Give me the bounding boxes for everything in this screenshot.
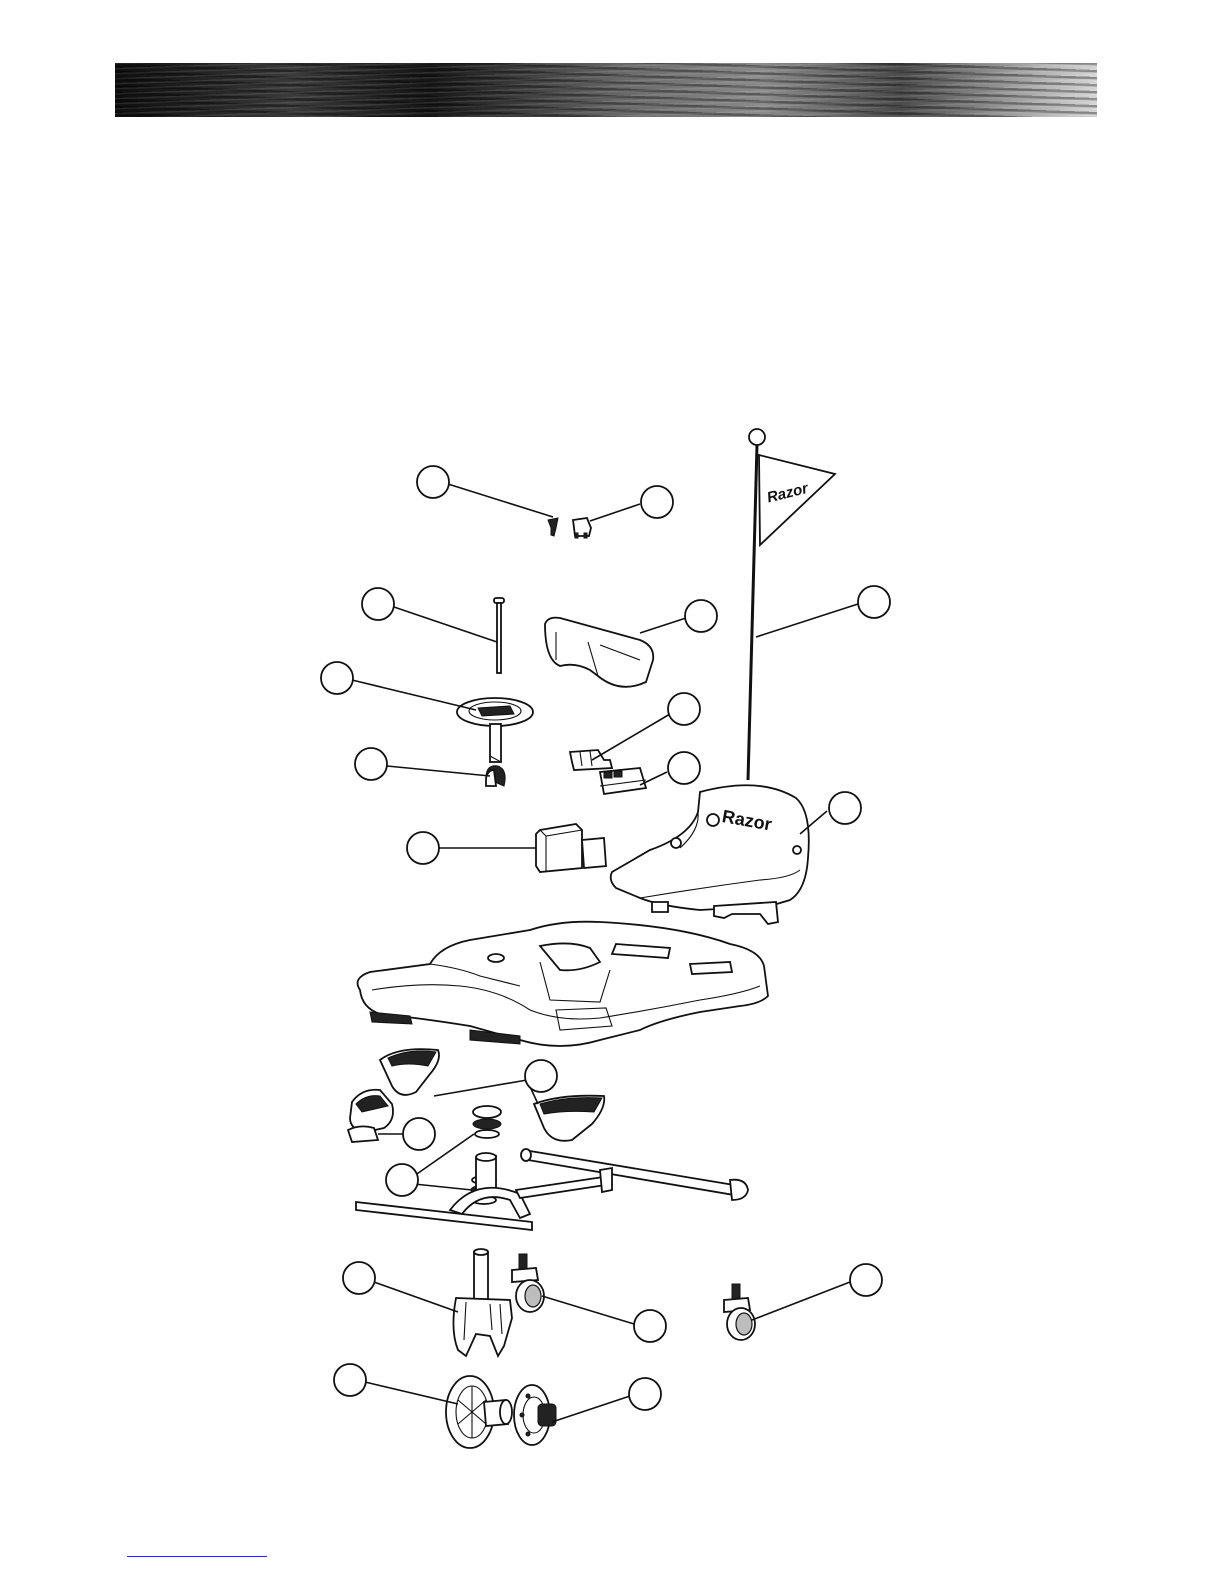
callout-marker [343, 1262, 375, 1294]
callout-marker [858, 586, 890, 618]
chassis-icon [358, 922, 768, 1046]
battery-icon [536, 824, 606, 872]
callout-marker [685, 600, 717, 632]
callout-marker [525, 1060, 557, 1092]
callout-marker [407, 832, 439, 864]
callout-marker [334, 1364, 366, 1396]
key-icon [548, 518, 558, 536]
callout-marker [850, 1264, 882, 1296]
callout-marker [668, 693, 700, 725]
caster-icon [512, 1254, 544, 1312]
clip-icon [570, 750, 612, 770]
callout-marker [321, 662, 353, 694]
fork-icon [453, 1249, 512, 1356]
fender-icon [545, 618, 653, 687]
callout-marker [417, 466, 449, 498]
seat-icon: Razor [611, 785, 809, 924]
bolt-icon [494, 598, 504, 673]
wheel-icon [446, 1376, 512, 1448]
caster-icon [724, 1284, 755, 1340]
controller-icon [600, 768, 646, 794]
switch-icon [573, 518, 591, 538]
callout-marker [355, 748, 387, 780]
callout-marker [634, 1310, 666, 1342]
callout-marker [362, 588, 394, 620]
callout-marker [668, 752, 700, 784]
callout-marker [829, 792, 861, 824]
motor-icon [514, 1385, 556, 1445]
flag-icon: Razor [748, 429, 835, 780]
callout-marker [403, 1118, 435, 1150]
callout-marker [629, 1378, 661, 1410]
footer-rule [127, 1556, 267, 1557]
callout-marker [386, 1164, 418, 1196]
callout-marker [641, 486, 673, 518]
